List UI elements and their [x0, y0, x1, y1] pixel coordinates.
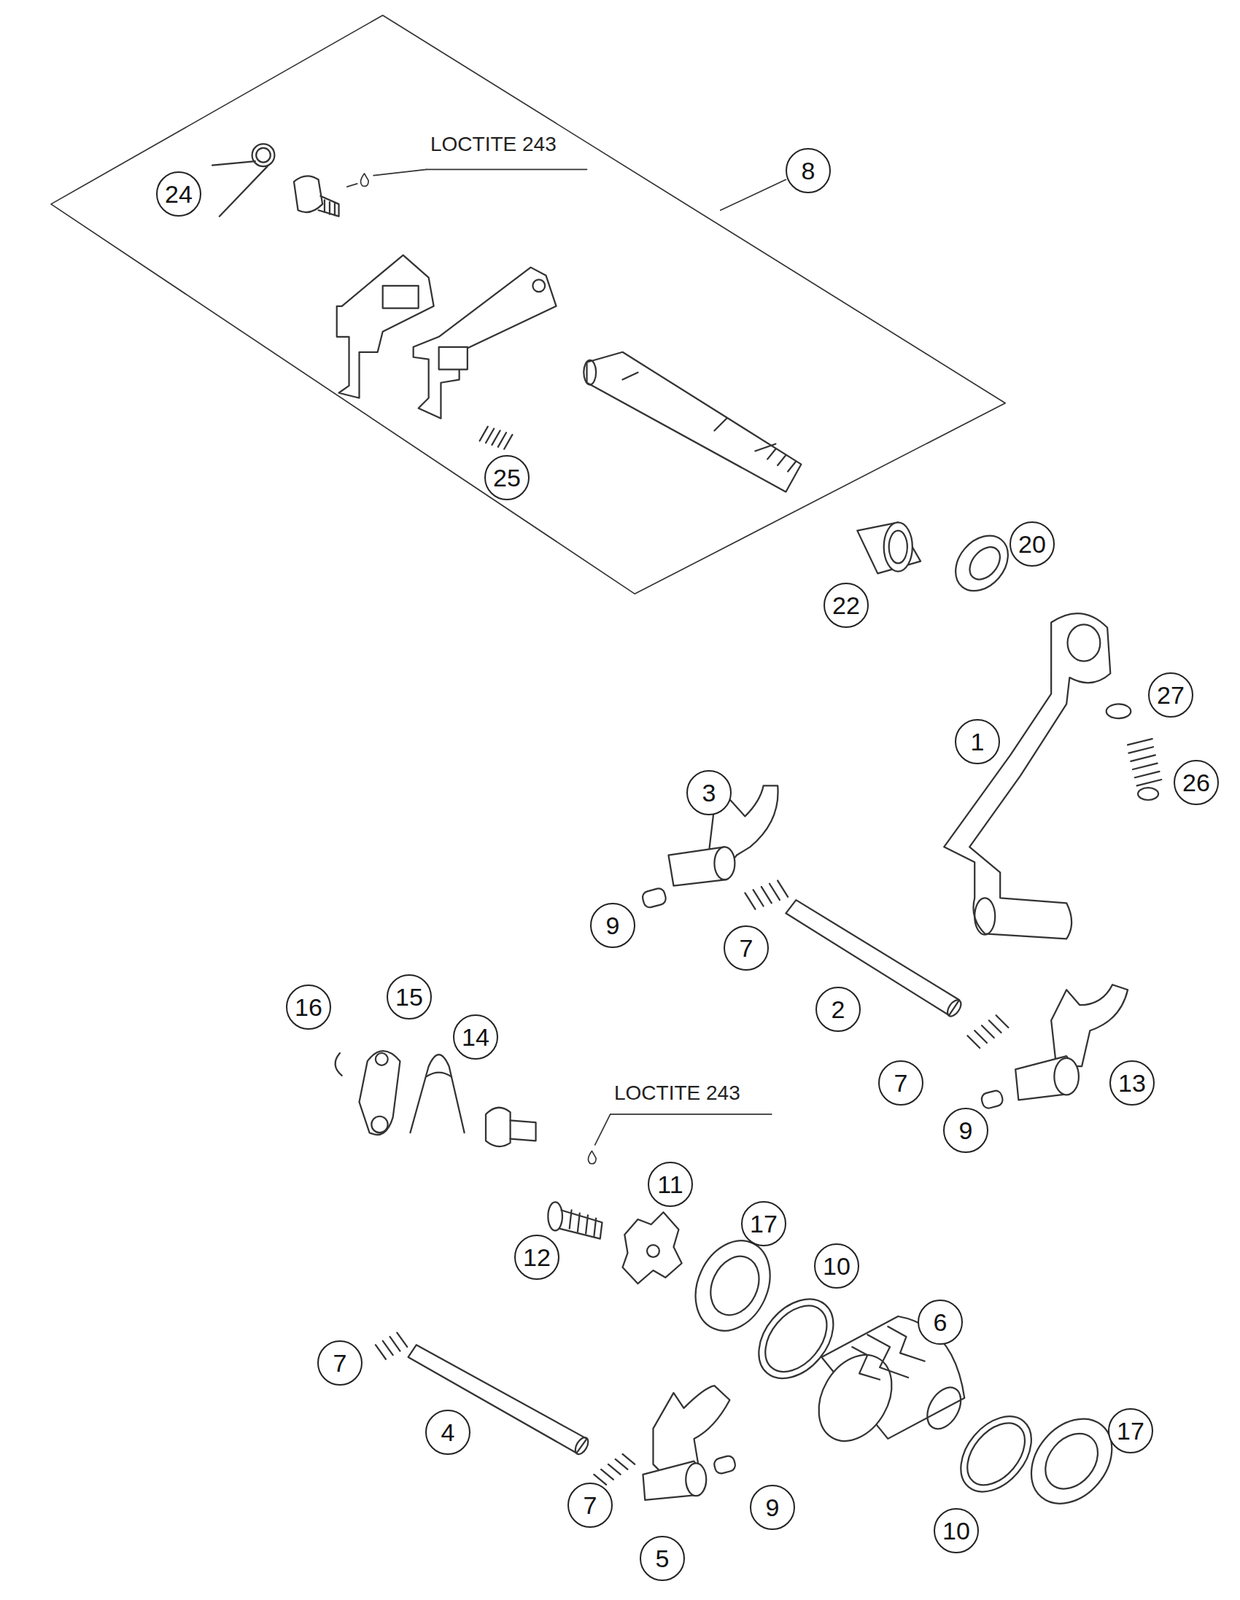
callout-circle: 12: [514, 1234, 560, 1281]
callout-number: 8: [801, 158, 816, 184]
callout-circle: 7: [567, 1482, 613, 1529]
callout-number: 25: [493, 465, 521, 491]
detent-bolt: [293, 169, 588, 216]
callout-circle: 7: [723, 925, 769, 971]
callout-number: 10: [822, 1253, 851, 1279]
callout-number: 27: [1156, 682, 1185, 708]
callout-number: 17: [1116, 1418, 1145, 1444]
callout-circle: 17: [1107, 1408, 1154, 1454]
washer: [944, 525, 1019, 602]
callout-circle: 9: [590, 903, 636, 949]
callout-circle: 11: [647, 1161, 693, 1208]
leader-line: [595, 1114, 611, 1146]
washer-27: [1106, 703, 1132, 719]
callout-circle: 27: [1148, 672, 1194, 718]
callout-number: 2: [831, 997, 846, 1022]
callout-number: 10: [942, 1518, 971, 1544]
locking-lever: [359, 1051, 401, 1135]
callout-circle: 4: [425, 1409, 471, 1456]
callout-circle: 9: [749, 1485, 796, 1531]
leader-line: [610, 1113, 772, 1116]
callout-circle: 16: [285, 984, 332, 1030]
callout-circle: 8: [785, 148, 831, 194]
callout-number: 17: [749, 1211, 778, 1237]
callout-circle: 15: [386, 974, 432, 1020]
callout-circle: 26: [1173, 760, 1219, 806]
callout-circle: 7: [878, 1060, 924, 1106]
shift-plates: [336, 255, 557, 419]
callout-number: 24: [164, 181, 193, 207]
spring-25: [479, 426, 513, 450]
callout-number: 22: [832, 593, 860, 618]
spring: [967, 1015, 1009, 1049]
callout-number: 9: [606, 913, 620, 939]
circlip: [335, 1053, 343, 1076]
screw: [547, 1202, 602, 1239]
callout-circle: 14: [452, 1014, 499, 1060]
fork-shaft: [408, 1345, 591, 1457]
callout-number: 12: [522, 1245, 551, 1270]
spring: [593, 1454, 635, 1486]
fork-shaft: [785, 900, 964, 1019]
note-label: LOCTITE 243: [612, 1081, 742, 1106]
callout-number: 15: [395, 984, 424, 1010]
note-label: LOCTITE 243: [428, 132, 558, 157]
callout-circle: 6: [917, 1299, 963, 1346]
callout-number: 4: [441, 1420, 456, 1445]
callout-number: 26: [1182, 770, 1211, 796]
callout-number: 9: [765, 1495, 780, 1521]
callout-number: 7: [583, 1493, 598, 1518]
callout-number: 5: [655, 1546, 670, 1572]
callout-circle: 2: [815, 986, 861, 1033]
callout-circle: 25: [484, 455, 530, 501]
callout-number: 7: [739, 935, 754, 961]
washer: [946, 1403, 1046, 1506]
spring: [744, 881, 788, 910]
callout-circle: 1: [954, 719, 1001, 765]
callout-number: 14: [461, 1024, 490, 1050]
needle-bearing: [857, 522, 921, 574]
callout-number: 6: [933, 1310, 948, 1335]
pin: [641, 887, 668, 910]
callout-number: 7: [894, 1070, 909, 1096]
callout-circle: 24: [156, 171, 202, 217]
callout-circle: 17: [741, 1201, 787, 1247]
bolt-26: [1127, 738, 1162, 801]
callout-number: 9: [959, 1118, 974, 1143]
callout-circle: 22: [823, 582, 869, 629]
callout-circle: 10: [814, 1243, 860, 1289]
callout-circle: 5: [639, 1536, 685, 1582]
pin: [712, 1455, 736, 1476]
callout-number: 3: [702, 780, 717, 806]
callout-number: 20: [1018, 531, 1046, 557]
loctite-drop: [587, 1151, 596, 1164]
callout-circle: 13: [1109, 1060, 1155, 1106]
pivot-bolt: [485, 1107, 537, 1147]
callout-number: 16: [294, 994, 323, 1020]
callout-circle: 7: [317, 1340, 363, 1386]
pin: [980, 1089, 1004, 1111]
shift-shaft: [583, 352, 801, 493]
leader-line: [720, 179, 787, 211]
callout-circle: 10: [933, 1508, 979, 1554]
callout-circle: 20: [1009, 521, 1055, 567]
shift-lever: [943, 613, 1111, 939]
callout-number: 7: [333, 1350, 348, 1376]
callout-circle: 9: [943, 1107, 989, 1154]
spring-14: [409, 1054, 464, 1133]
group-frame: [51, 15, 1006, 594]
shift-star: [622, 1212, 682, 1284]
spring-24: [212, 143, 275, 216]
shift-fork: [642, 1385, 730, 1501]
callout-circle: 3: [686, 770, 732, 816]
callout-number: 1: [970, 729, 985, 755]
callout-number: 13: [1118, 1070, 1146, 1096]
spring: [375, 1332, 408, 1359]
callout-number: 11: [657, 1172, 683, 1197]
